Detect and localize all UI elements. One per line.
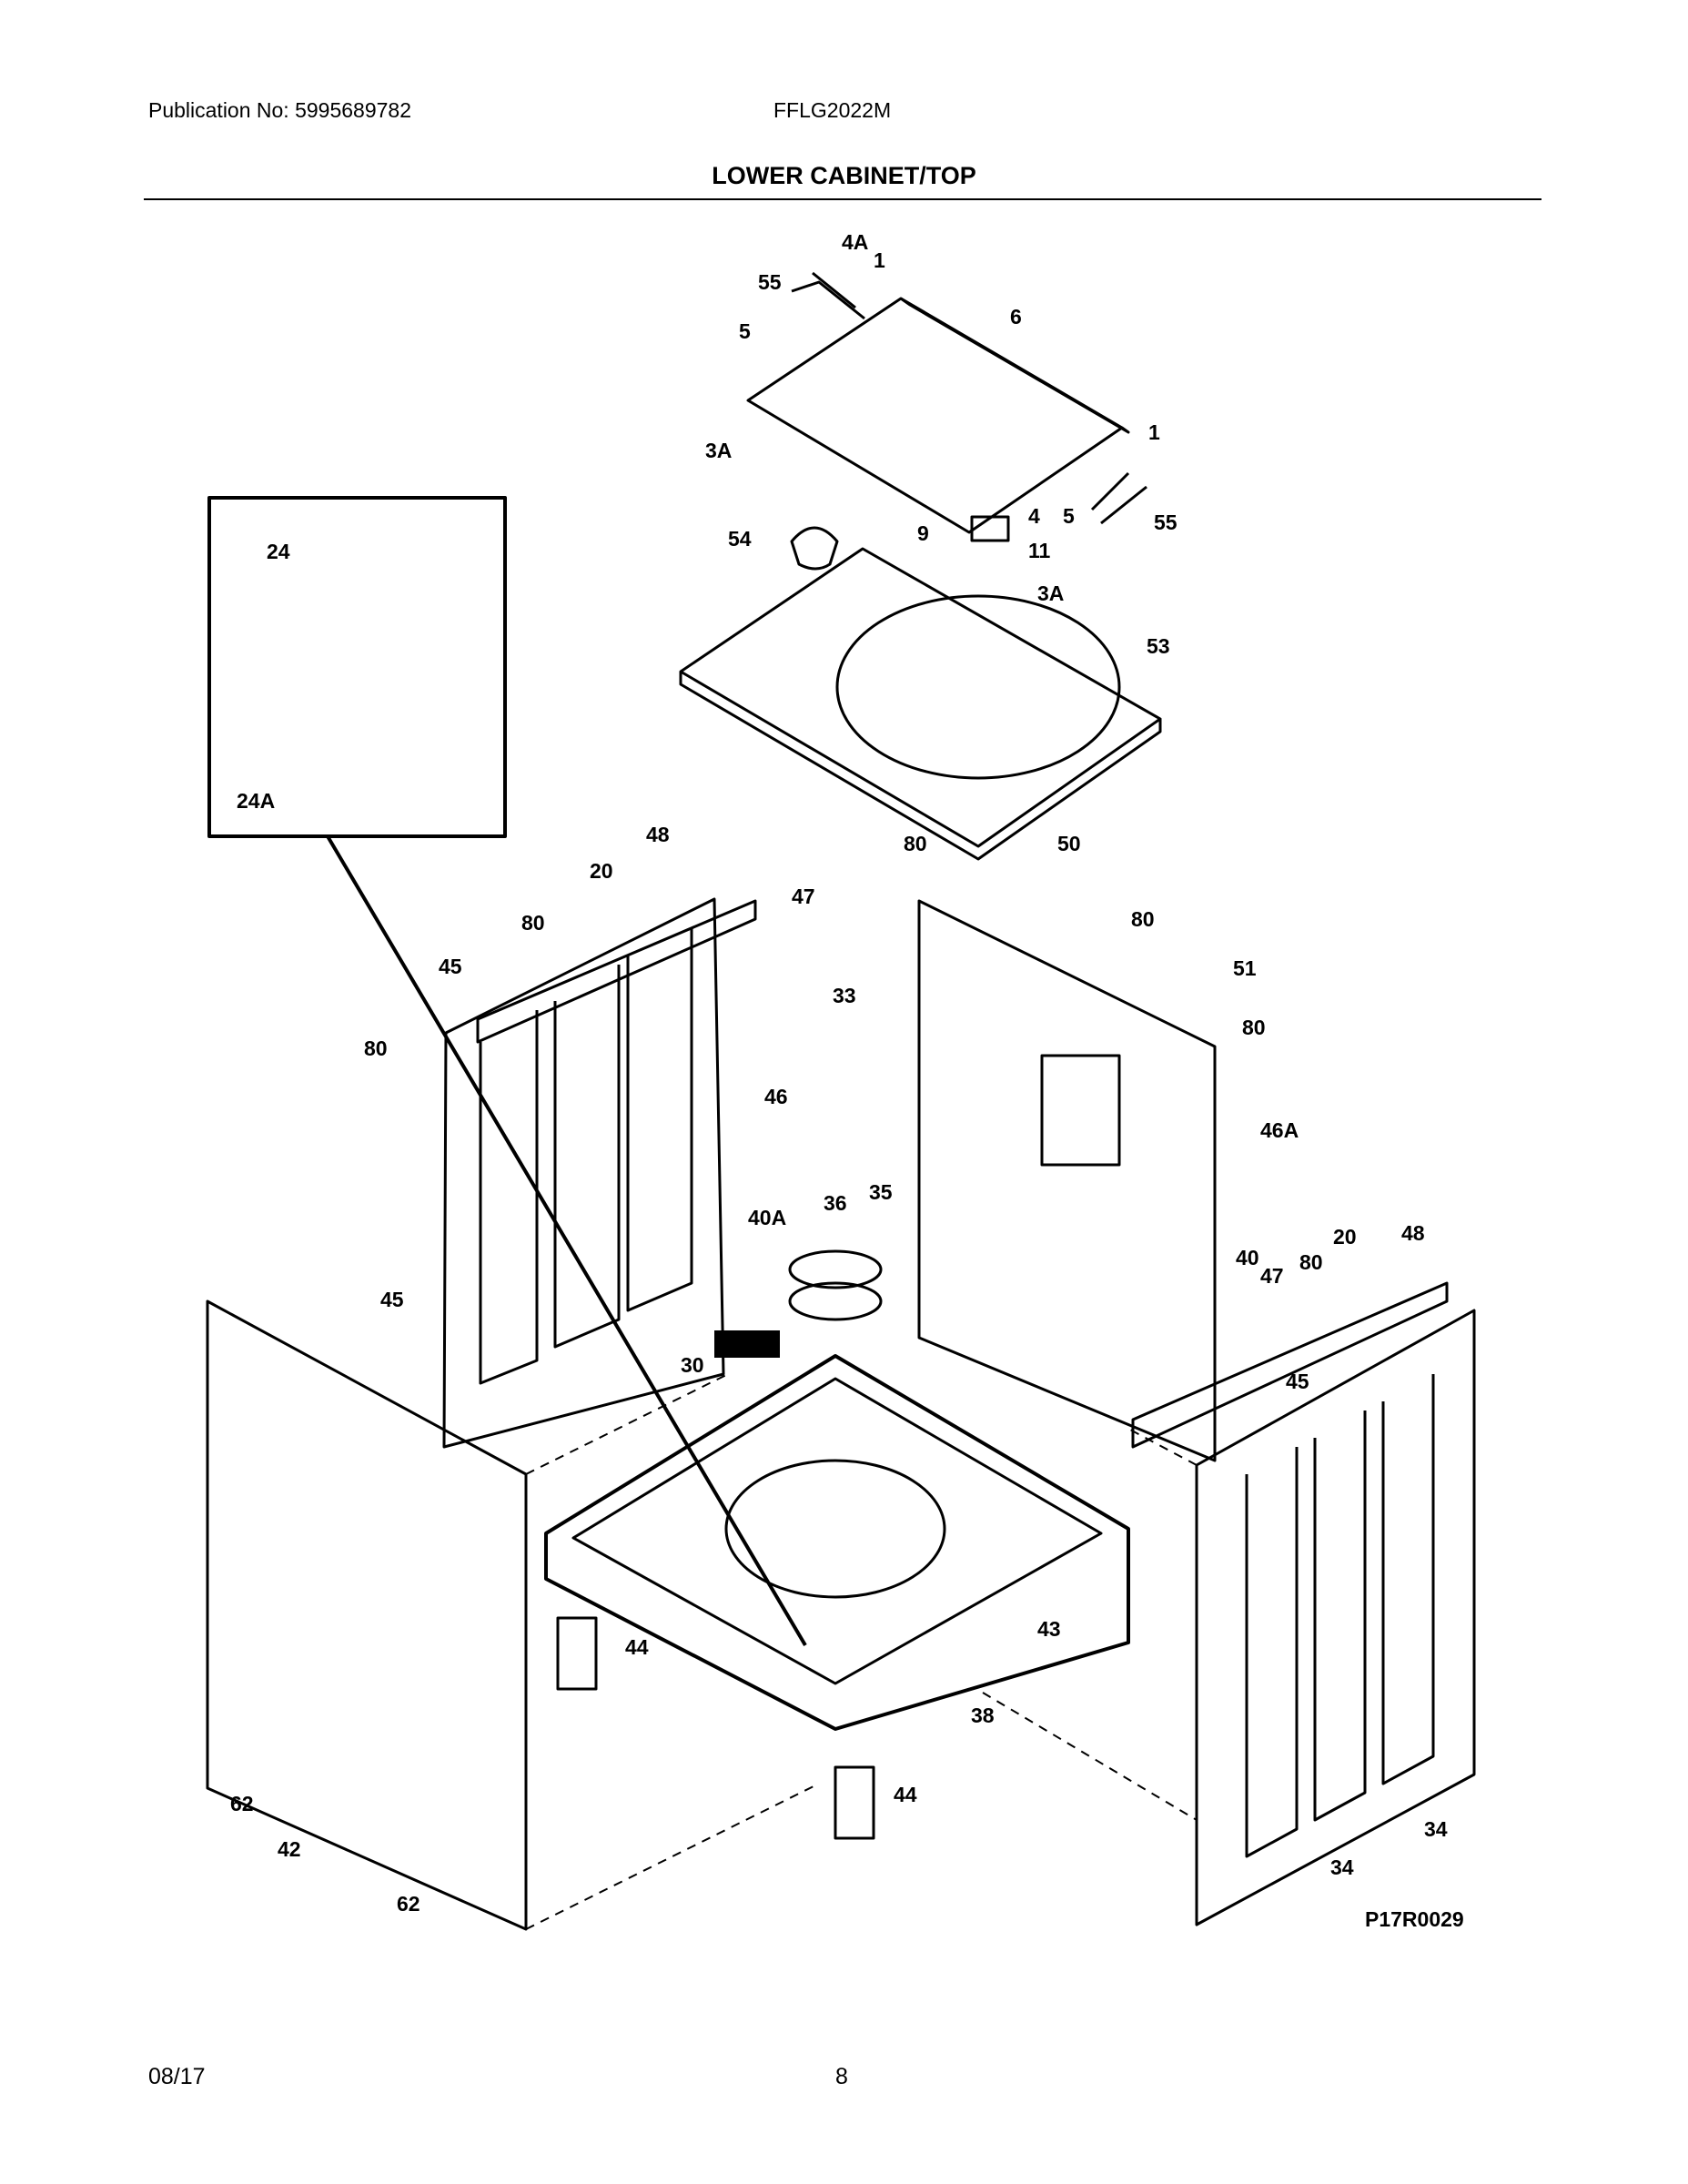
callout: 44 bbox=[894, 1783, 917, 1806]
callout: 46 bbox=[764, 1085, 788, 1108]
left-side-panel bbox=[442, 897, 725, 1449]
callout: 80 bbox=[364, 1036, 388, 1060]
callout: 30 bbox=[681, 1353, 704, 1377]
callout: 55 bbox=[758, 270, 782, 294]
publication-number: Publication No: 5995689782 bbox=[148, 98, 412, 122]
callout: 11 bbox=[1028, 539, 1051, 562]
callout: 4 bbox=[1028, 504, 1040, 528]
front-panel bbox=[206, 1299, 528, 1931]
callout: 40 bbox=[1236, 1246, 1259, 1269]
leg-box bbox=[834, 1765, 875, 1840]
callout: 48 bbox=[646, 823, 670, 846]
callout: 3A bbox=[705, 439, 732, 462]
page-number: 8 bbox=[835, 2064, 848, 2089]
right-side-panel bbox=[917, 899, 1217, 1462]
callout: 50 bbox=[1057, 832, 1081, 855]
diagram-reference: P17R0029 bbox=[1365, 1907, 1464, 1931]
callout: 38 bbox=[971, 1704, 995, 1727]
callout: 4A bbox=[842, 230, 868, 254]
callout: 24A bbox=[237, 789, 275, 813]
callout: 55 bbox=[1154, 511, 1178, 534]
callout: 80 bbox=[1242, 1016, 1266, 1039]
callout: 46A bbox=[1260, 1118, 1299, 1142]
page-title: LOWER CABINET/TOP bbox=[712, 162, 976, 189]
callout: 5 bbox=[1063, 504, 1075, 528]
callout: 80 bbox=[904, 832, 927, 855]
callout: 80 bbox=[1299, 1250, 1323, 1274]
callout: 47 bbox=[792, 885, 815, 908]
hinge bbox=[970, 515, 1010, 542]
callout: 5 bbox=[739, 319, 751, 343]
inset-box bbox=[207, 496, 507, 838]
callout: 53 bbox=[1147, 634, 1170, 658]
callout: 34 bbox=[1330, 1855, 1354, 1879]
callout: 47 bbox=[1260, 1264, 1284, 1288]
callout: 45 bbox=[380, 1288, 404, 1311]
callout: 45 bbox=[439, 955, 462, 978]
callout: 34 bbox=[1424, 1817, 1448, 1841]
callout: 40A bbox=[748, 1206, 786, 1229]
callout: 1 bbox=[874, 248, 885, 272]
model-number: FFLG2022M bbox=[773, 98, 892, 122]
callout: 44 bbox=[625, 1635, 649, 1659]
callout: 42 bbox=[278, 1837, 301, 1861]
callout: 62 bbox=[230, 1792, 254, 1815]
title-divider bbox=[144, 198, 1541, 200]
callout: 35 bbox=[869, 1180, 893, 1204]
callout: 1 bbox=[1148, 420, 1160, 444]
callout: 45 bbox=[1286, 1370, 1309, 1393]
base-outline bbox=[544, 1354, 1130, 1731]
publication-date: 08/17 bbox=[148, 2064, 206, 2089]
filter-block bbox=[714, 1330, 780, 1358]
leg-box bbox=[556, 1616, 598, 1691]
callout: 80 bbox=[1131, 907, 1155, 931]
callout: 24 bbox=[267, 540, 290, 563]
callout: 3A bbox=[1037, 581, 1064, 605]
callout: 80 bbox=[521, 911, 545, 935]
callout: 36 bbox=[824, 1191, 847, 1215]
top-panel bbox=[679, 547, 1162, 848]
callout: 51 bbox=[1233, 956, 1257, 980]
lid bbox=[746, 297, 1124, 534]
callout: 62 bbox=[397, 1892, 420, 1916]
callout: 43 bbox=[1037, 1617, 1061, 1641]
callout: 48 bbox=[1401, 1221, 1425, 1245]
callout: 33 bbox=[833, 984, 856, 1007]
callout: 20 bbox=[590, 859, 613, 883]
callout: 6 bbox=[1010, 305, 1022, 329]
callout: 20 bbox=[1333, 1225, 1357, 1249]
callout: 54 bbox=[728, 527, 752, 551]
back-panel bbox=[1195, 1309, 1476, 1926]
callout: 9 bbox=[917, 521, 929, 545]
